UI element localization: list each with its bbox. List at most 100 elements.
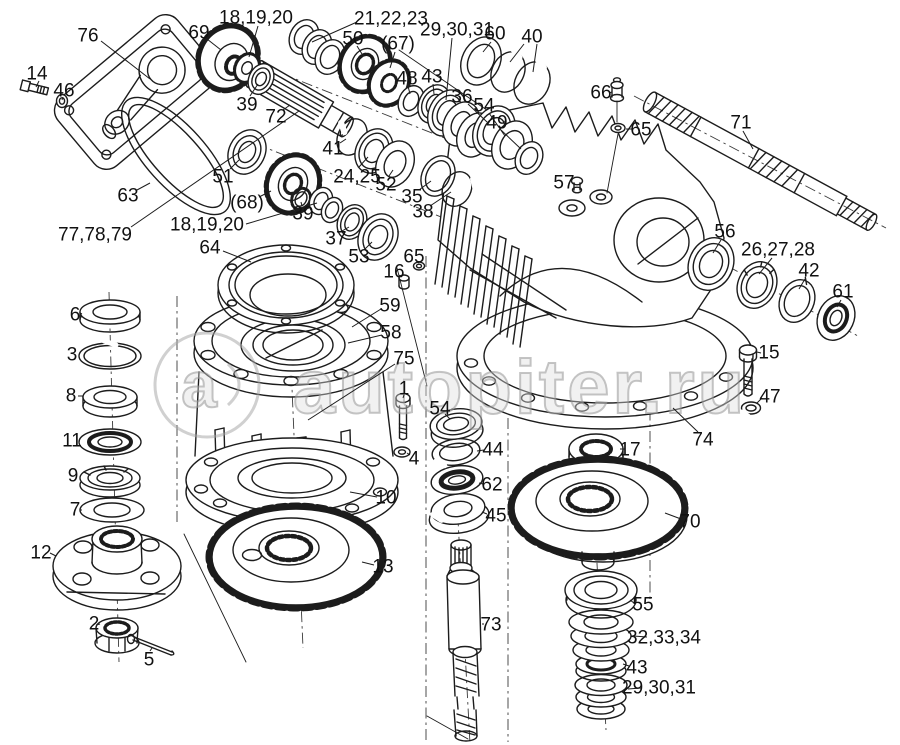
part-label-12: 12 xyxy=(30,543,51,564)
part-57-bolt xyxy=(570,176,584,194)
part-label-35: 35 xyxy=(401,187,422,208)
leader-line xyxy=(307,363,396,421)
part-label-39: 39 xyxy=(292,204,313,225)
leader-line xyxy=(402,394,405,399)
leader-line xyxy=(758,257,773,275)
leader-line xyxy=(248,25,259,58)
part-26-27-28-bearing xyxy=(736,261,778,309)
leader-line xyxy=(416,260,420,264)
part-38-snap-ring xyxy=(441,170,479,208)
leader-line xyxy=(100,40,151,80)
part-label-52: 52 xyxy=(375,175,396,196)
watermark-logo-letter: a xyxy=(181,349,217,421)
leader-line xyxy=(532,43,538,73)
leader-line xyxy=(149,647,153,652)
part-label-49: 49 xyxy=(486,113,507,134)
part-label-44: 44 xyxy=(482,440,504,461)
part-label-29_30_31: 29,30,31 xyxy=(622,678,696,699)
part-66-breather xyxy=(606,77,625,194)
part-label-43: 43 xyxy=(421,67,442,88)
part-49-ring xyxy=(514,140,544,176)
leader-line xyxy=(388,169,394,177)
part-44-snap-ring xyxy=(431,438,481,469)
part-label-69: 69 xyxy=(188,23,209,44)
part-label-76: 76 xyxy=(77,26,98,47)
part-label-29_30_31: 29,30,31 xyxy=(420,20,494,41)
leader-line xyxy=(341,226,350,232)
part-label-11: 11 xyxy=(62,431,82,452)
part-8-bushing xyxy=(82,385,138,418)
watermark: a autopiter.ru xyxy=(153,331,745,439)
part-label-39: 39 xyxy=(236,95,257,116)
part-label-47: 47 xyxy=(759,387,780,408)
part-4-washer xyxy=(393,446,411,458)
part-12-hub-flange xyxy=(52,525,182,611)
leader-line xyxy=(571,182,576,185)
part-71-splined-shaft xyxy=(642,91,878,232)
leader-lines xyxy=(35,21,842,690)
part-65-washer-top xyxy=(610,122,626,134)
part-label-36: 36 xyxy=(451,87,472,108)
leader-line xyxy=(500,129,522,150)
leader-line xyxy=(356,45,363,55)
part-label-71: 71 xyxy=(730,113,751,134)
leader-line xyxy=(49,552,57,557)
leader-line xyxy=(389,51,396,69)
leader-line xyxy=(445,37,453,101)
part-label-_68_: (68) xyxy=(230,193,264,214)
leader-line xyxy=(672,407,699,433)
part-label-57: 57 xyxy=(553,173,574,194)
part-label-18_19_20: 18,19,20 xyxy=(219,8,293,29)
leader-line xyxy=(482,41,492,53)
part-label-15: 15 xyxy=(758,343,779,364)
part-label-4: 4 xyxy=(409,449,420,470)
part-label-9: 9 xyxy=(68,466,79,487)
part-label-41: 41 xyxy=(322,139,343,160)
leader-line xyxy=(478,482,484,485)
part-label-37: 37 xyxy=(325,229,346,250)
part-label-75: 75 xyxy=(393,349,414,370)
part-label-16: 16 xyxy=(383,262,404,283)
part-9-bearing xyxy=(79,465,141,498)
part-label-8: 8 xyxy=(66,386,77,407)
part-53-bearing xyxy=(357,213,399,261)
part-13-spur-gear xyxy=(205,502,387,612)
part-label-70: 70 xyxy=(679,512,700,533)
part-label-45: 45 xyxy=(485,506,506,527)
part-label-62: 62 xyxy=(481,475,502,496)
leader-line xyxy=(245,202,318,225)
part-label-10: 10 xyxy=(375,488,396,509)
cooling-fins xyxy=(434,195,533,348)
part-label-65: 65 xyxy=(403,247,424,268)
part-55-bearing xyxy=(564,570,638,619)
leader-line xyxy=(300,201,303,207)
leader-line xyxy=(742,130,754,150)
part-label-2: 2 xyxy=(89,614,100,635)
leader-line xyxy=(798,278,806,290)
part-39-bearing xyxy=(247,62,275,96)
leader-line xyxy=(347,334,383,344)
leader-line xyxy=(429,191,452,207)
leader-line xyxy=(249,83,259,97)
part-76-cover-plate xyxy=(53,13,219,171)
part-label-26_27_28: 26,27,28 xyxy=(741,240,815,261)
watermark-logo-arrow xyxy=(226,362,241,407)
part-label-63: 63 xyxy=(117,186,138,207)
part-label-24_25: 24,25 xyxy=(333,167,381,188)
part-47-lock-washer xyxy=(739,401,762,419)
part-label-14: 14 xyxy=(26,64,48,85)
leader-line xyxy=(358,156,369,168)
part-label-53: 53 xyxy=(348,247,369,268)
leader-line xyxy=(95,623,101,626)
leader-line xyxy=(61,96,64,101)
part-label-6: 6 xyxy=(70,305,81,326)
leader-line xyxy=(130,110,300,228)
leader-line xyxy=(406,452,411,456)
leader-line xyxy=(407,85,411,95)
part-label-42: 42 xyxy=(798,261,819,282)
part-label-54: 54 xyxy=(429,399,451,420)
part-label-72: 72 xyxy=(265,107,286,128)
part-18-19-20-rings xyxy=(308,186,344,224)
part-label-74: 74 xyxy=(692,430,714,451)
